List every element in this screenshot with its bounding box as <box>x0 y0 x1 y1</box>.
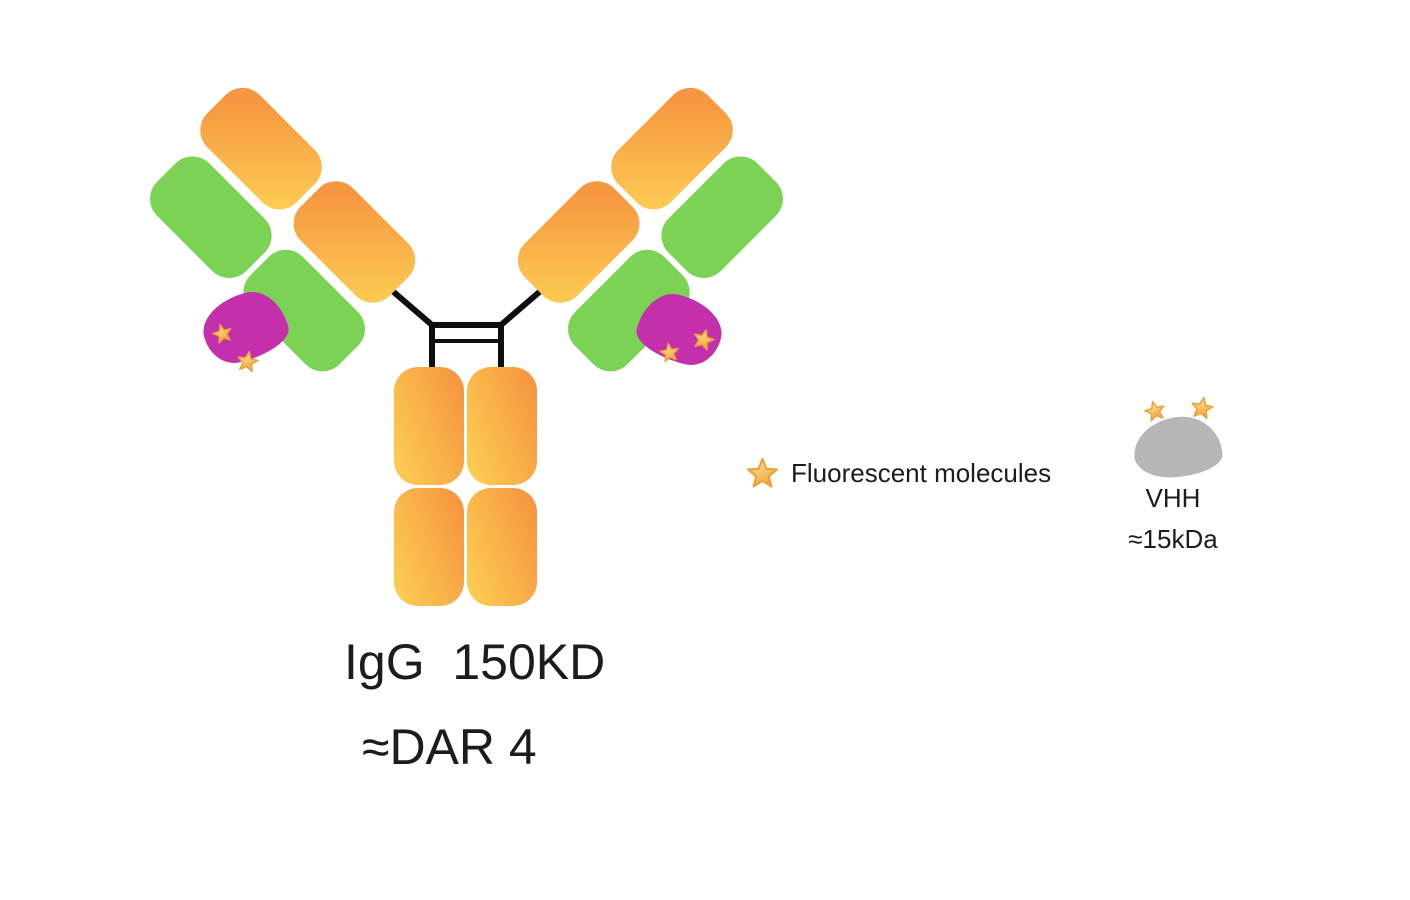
dar-label: ≈DAR 4 <box>362 719 537 775</box>
legend: Fluorescent molecules <box>746 455 1051 491</box>
fluorescent-star-icon <box>689 325 717 353</box>
fluorescent-star-icon <box>234 348 261 375</box>
fluorescent-star-icon <box>1188 394 1216 422</box>
fc-domain <box>467 488 537 606</box>
fc-domain <box>467 367 537 485</box>
fc-domain <box>394 367 464 485</box>
vhh-labels: VHH ≈15kDa <box>1103 485 1243 552</box>
fluorescent-star-icon <box>210 321 236 347</box>
igg-title: IgG 150KD <box>344 634 606 690</box>
fluorescent-star-icon <box>746 457 779 490</box>
vhh-name: VHH <box>1145 483 1201 513</box>
fluorescent-star-icon <box>658 341 682 365</box>
vhh-mass: ≈15kDa <box>1128 524 1218 554</box>
fluorescent-star-icon <box>1142 398 1169 425</box>
legend-label: Fluorescent molecules <box>791 458 1052 488</box>
fc-stem <box>394 367 537 606</box>
fc-domain <box>394 488 464 606</box>
